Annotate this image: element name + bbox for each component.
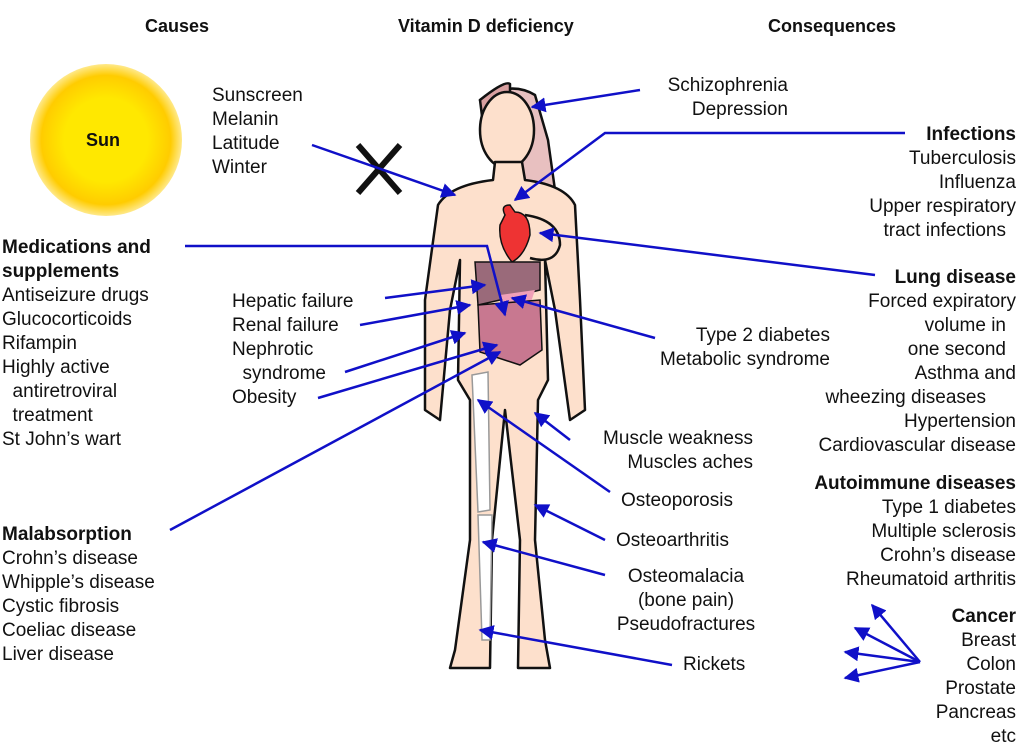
section-title: Cancer <box>951 606 1016 627</box>
consequences-header: Consequences <box>768 16 897 36</box>
list-item: Depression <box>691 99 788 120</box>
list-item: St John’s wart <box>2 429 121 450</box>
list-item: Influenza <box>938 172 1016 193</box>
list-item: one second <box>907 339 1006 360</box>
list-item: Colon <box>966 654 1016 675</box>
list-item: Obesity <box>232 387 297 408</box>
list-item: Hepatic failure <box>232 291 354 312</box>
sun-label: Sun <box>86 130 120 150</box>
infections-section: Infections Tuberculosis Influenza Upper … <box>869 123 1016 243</box>
osteoporosis-label: Osteoporosis <box>621 490 733 511</box>
section-title: Infections <box>926 124 1016 145</box>
sun-icon <box>30 64 182 216</box>
list-item: Rifampin <box>2 333 77 354</box>
list-item: Whipple’s disease <box>2 572 155 593</box>
list-item: Prostate <box>945 678 1016 699</box>
sun-factors-list: Sunscreen Melanin Latitude Winter <box>212 84 303 180</box>
list-item: volume in <box>924 315 1006 336</box>
section-title: Medications and <box>2 237 151 258</box>
section-title: supplements <box>2 261 120 282</box>
list-item: Liver disease <box>2 644 114 665</box>
section-title: Autoimmune diseases <box>814 473 1016 494</box>
organ-causes-list: Hepatic failure Renal failure Nephrotic … <box>232 290 353 410</box>
human-body-figure <box>423 82 587 670</box>
list-item: Highly active <box>2 357 110 378</box>
heart-icon <box>499 204 531 263</box>
list-item: Antiseizure drugs <box>2 285 149 306</box>
list-item: Multiple sclerosis <box>871 521 1016 542</box>
list-item: antiretroviral <box>2 381 118 402</box>
list-item: treatment <box>2 405 93 426</box>
autoimmune-section: Autoimmune diseases Type 1 diabetes Mult… <box>814 472 1016 592</box>
causes-header: Causes <box>145 16 210 36</box>
malabsorption-section: Malabsorption Crohn’s disease Whipple’s … <box>2 523 155 667</box>
list-item: Type 1 diabetes <box>881 497 1016 518</box>
list-item: Schizophrenia <box>667 75 788 96</box>
medications-section: Medications and supplements Antiseizure … <box>2 236 151 452</box>
rickets-label: Rickets <box>683 654 746 675</box>
list-item: Muscle weakness <box>603 428 753 449</box>
list-item: syndrome <box>232 363 326 384</box>
deficiency-header: Vitamin D deficiency <box>398 16 574 36</box>
list-item: (bone pain) <box>637 590 735 611</box>
list-item: Muscles aches <box>627 452 753 473</box>
list-item: Upper respiratory <box>869 196 1016 217</box>
list-item: Winter <box>212 157 267 178</box>
list-item: Crohn’s disease <box>880 545 1016 566</box>
list-item: Glucocorticoids <box>2 309 132 330</box>
list-item: Type 2 diabetes <box>695 325 830 346</box>
osteomalacia-list: Osteomalacia (bone pain) Pseudofractures <box>611 565 761 637</box>
list-item: Renal failure <box>232 315 339 336</box>
list-item: tract infections <box>883 220 1007 241</box>
intestine-icon <box>477 299 543 366</box>
list-item: wheezing diseases <box>825 387 986 408</box>
lung-section: Lung disease Forced expiratory volume in… <box>819 266 1017 458</box>
list-item: Cardiovascular disease <box>818 435 1017 456</box>
cancer-section: Cancer Breast Colon Prostate Pancreas et… <box>936 605 1016 749</box>
list-item: Hypertension <box>904 411 1016 432</box>
list-item: Nephrotic <box>232 339 314 360</box>
list-item: Rheumatoid arthritis <box>845 569 1016 590</box>
list-item: Crohn’s disease <box>2 548 138 569</box>
list-item: Breast <box>961 630 1016 651</box>
list-item: Pseudofractures <box>616 614 756 635</box>
list-item: Osteomalacia <box>627 566 745 587</box>
muscle-list: Muscle weakness Muscles aches <box>603 427 753 475</box>
list-item: Pancreas <box>935 702 1016 723</box>
list-item: Latitude <box>212 133 280 154</box>
metabolic-list: Type 2 diabetes Metabolic syndrome <box>660 324 830 372</box>
section-title: Malabsorption <box>2 524 132 545</box>
mental-list: Schizophrenia Depression <box>668 74 788 122</box>
section-title: Lung disease <box>894 267 1016 288</box>
list-item: Asthma and <box>914 363 1016 384</box>
list-item: Tuberculosis <box>908 148 1016 169</box>
list-item: Metabolic syndrome <box>659 349 830 370</box>
list-item: Sunscreen <box>212 85 303 106</box>
list-item: Forced expiratory <box>868 291 1016 312</box>
list-item: Melanin <box>212 109 279 130</box>
list-item: etc <box>990 726 1016 747</box>
list-item: Coeliac disease <box>2 620 137 641</box>
list-item: Cystic fibrosis <box>2 596 120 617</box>
osteoarthritis-label: Osteoarthritis <box>616 530 729 551</box>
arrows <box>169 88 921 683</box>
